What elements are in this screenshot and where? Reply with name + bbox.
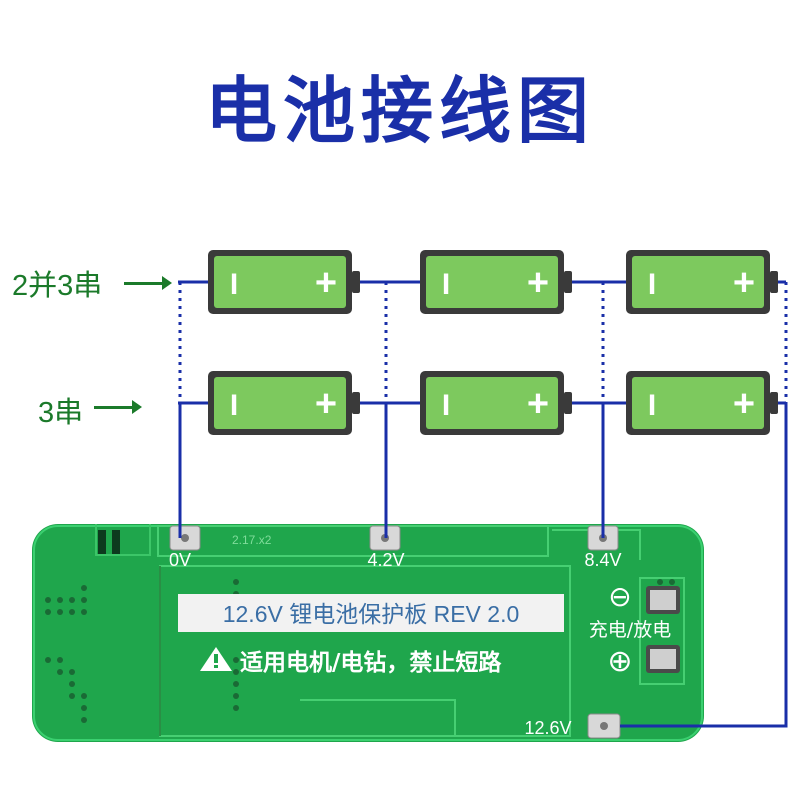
battery-positive-label: + [315, 383, 337, 425]
battery-terminal [564, 392, 572, 414]
battery-terminal [770, 392, 778, 414]
battery-positive-label: + [527, 383, 549, 425]
row-label-2p3s: 2并3串 [12, 270, 103, 302]
battery-cell: I+ [626, 250, 778, 314]
warning-icon [200, 647, 232, 671]
battery-terminal [770, 271, 778, 293]
battery-negative-label: I [442, 268, 450, 301]
arrow-icon [124, 276, 172, 290]
board-model-label: 12.6V 锂电池保护板 REV 2.0 [223, 601, 520, 627]
tap-label-4-2v: 4.2V [367, 550, 404, 570]
plus-icon: ⊕ [607, 644, 632, 679]
battery-cell: I+ [420, 371, 572, 435]
battery-negative-label: I [648, 268, 656, 301]
protection-board: 12.6V 锂电池保护板 REV 2.0 适用电机/电钻，禁止短路 ⊖ 充电/放… [32, 524, 704, 742]
row-label-3s: 3串 [38, 397, 84, 429]
tap-label-8-4v: 8.4V [584, 550, 621, 570]
tap-pad-12-6v [587, 713, 621, 739]
page-title: 电池接线图 [204, 69, 595, 153]
battery-negative-label: I [442, 389, 450, 422]
board-silk-code: 2.17.x2 [232, 533, 272, 547]
battery-positive-label: + [315, 262, 337, 304]
battery-negative-label: I [648, 389, 656, 422]
battery-cell: I+ [420, 250, 572, 314]
battery-positive-label: + [527, 262, 549, 304]
tap-label-0v: 0V [169, 550, 191, 570]
tap-label-12-6v: 12.6V [524, 718, 571, 738]
battery-terminal [564, 271, 572, 293]
battery-cell: I+ [626, 371, 778, 435]
battery-terminal [352, 271, 360, 293]
battery-negative-label: I [230, 268, 238, 301]
arrow-icon [94, 400, 142, 414]
battery-terminal [352, 392, 360, 414]
battery-positive-label: + [733, 262, 755, 304]
board-warning: 适用电机/电钻，禁止短路 [240, 649, 502, 676]
battery-negative-label: I [230, 389, 238, 422]
battery-cell: I+ [208, 371, 360, 435]
battery-cell: I+ [208, 250, 360, 314]
minus-icon: ⊖ [608, 580, 631, 613]
battery-positive-label: + [733, 383, 755, 425]
charge-discharge-label: 充电/放电 [589, 619, 671, 641]
tap-pad-0v [169, 525, 201, 551]
